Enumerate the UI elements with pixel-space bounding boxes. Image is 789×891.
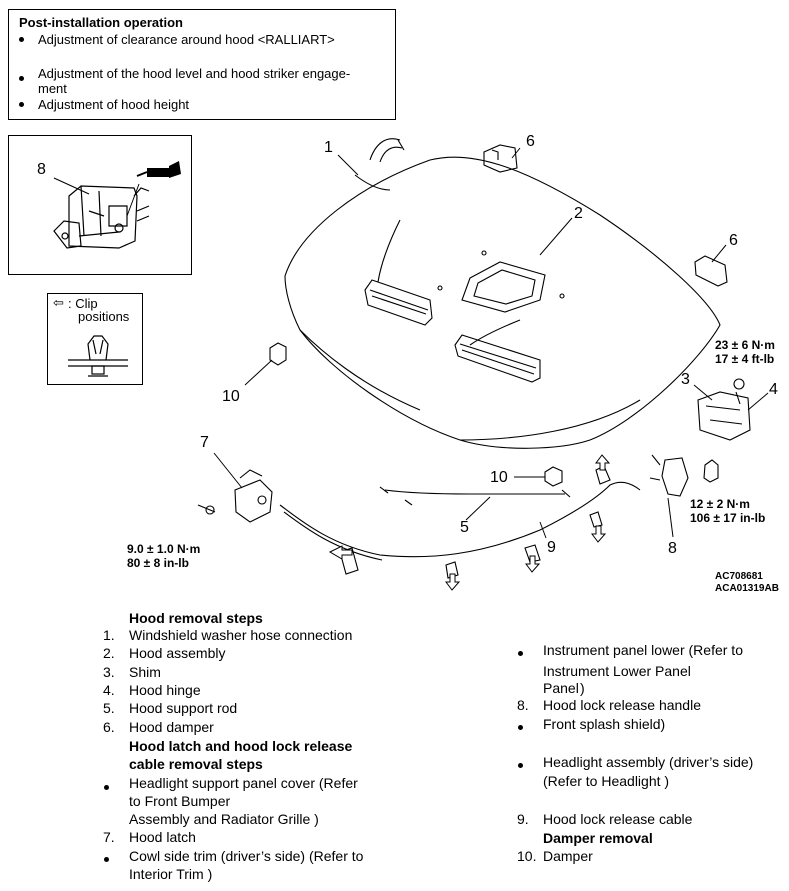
screwdriver-icon (126, 161, 181, 217)
torque-latch-inlb: 80 ± 8 in-lb (127, 556, 189, 570)
list-item-cont: Instrument Lower Panel (543, 663, 691, 679)
hood-removal-title: Hood removal steps (129, 610, 263, 626)
callout-9: 9 (547, 539, 556, 556)
torque-hinge-ftlb: 17 ± 4 ft-lb (715, 352, 775, 366)
list-item: Headlight support panel cover (Refer (129, 775, 358, 791)
callout-8-inset: 8 (37, 161, 46, 178)
figure-code-2: ACA01319AB (715, 583, 779, 594)
bullet-icon (19, 102, 24, 107)
figure-code-1: AC708681 (715, 571, 763, 582)
torque-hinge-nm: 23 ± 6 N·m (715, 338, 775, 352)
callout-3: 3 (681, 371, 690, 388)
hood-lock-release-cable (279, 481, 641, 558)
washer-hose (354, 174, 391, 191)
post-item: Adjustment of the hood level and hood st… (38, 66, 351, 81)
bullet-icon (19, 37, 24, 42)
bullet-icon (518, 725, 523, 730)
list-item-cont: (Refer to Headlight ) (543, 773, 670, 789)
post-item: Adjustment of hood height (38, 97, 190, 112)
callout-1: 1 (324, 139, 333, 156)
damper-removal-title: Damper removal (543, 830, 653, 846)
list-item: Front splash shield) (543, 716, 666, 732)
list-item-cont: Panel ) (543, 680, 585, 696)
callout-7: 7 (200, 434, 209, 451)
torque-handle-nm: 12 ± 2 N·m (690, 497, 750, 511)
clip-positions-box: ⇦ : Clip positions (47, 293, 143, 385)
latch-detail-illustration (53, 161, 181, 249)
hood-support-rod (384, 489, 565, 495)
hood-assembly (284, 156, 721, 449)
shim-top (483, 144, 518, 173)
bullet-icon (104, 785, 109, 790)
list-item: Headlight assembly (driver’s side) (543, 754, 754, 770)
torque-latch-nm: 9.0 ± 1.0 N·m (127, 542, 201, 556)
clip-icon (68, 335, 128, 377)
callout-10-left: 10 (222, 388, 240, 405)
shim-right (694, 255, 728, 287)
latch-removal-title-2: cable removal steps (129, 756, 263, 772)
callout-5: 5 (460, 519, 469, 536)
clip-label-line1: : Clip (68, 296, 98, 311)
hood-hinge (697, 391, 751, 441)
bullet-icon (518, 763, 523, 768)
bullet-icon (518, 651, 523, 656)
bullet-icon (19, 76, 24, 81)
hood-exploded-diagram (197, 138, 769, 591)
torque-handle-inlb: 106 ± 17 in-lb (690, 511, 766, 525)
damper-left (269, 342, 287, 366)
list-item-cont: Interior Trim ) (129, 866, 213, 882)
callout-2: 2 (574, 205, 583, 222)
hood-lock-release-handle (661, 457, 689, 497)
post-item-cont: ment (38, 81, 67, 96)
hood-latch (234, 479, 273, 523)
clip-label-line2: positions (78, 309, 130, 324)
post-installation-title: Post-installation operation (19, 15, 183, 30)
post-item: Adjustment of clearance around hood <RAL… (38, 32, 335, 47)
list-item: Cowl side trim (driver’s side) (Refer to (129, 848, 364, 864)
post-installation-box: Post-installation operation Adjustment o… (8, 9, 396, 120)
callout-10-right: 10 (490, 469, 508, 486)
list-item-cont: to Front Bumper (129, 793, 231, 809)
list-item-cont: Assembly and Radiator Grille ) (129, 811, 319, 827)
bullet-icon (104, 857, 109, 862)
callout-8: 8 (668, 540, 677, 557)
latch-detail-box: 8 (8, 135, 192, 275)
callout-6-top: 6 (526, 133, 535, 150)
clip-arrow-icon: ⇦ (53, 295, 64, 310)
callout-6-right: 6 (729, 232, 738, 249)
latch-removal-title: Hood latch and hood lock release (129, 738, 353, 754)
callout-4: 4 (769, 381, 778, 398)
list-item: Instrument panel lower (Refer to (543, 642, 743, 658)
